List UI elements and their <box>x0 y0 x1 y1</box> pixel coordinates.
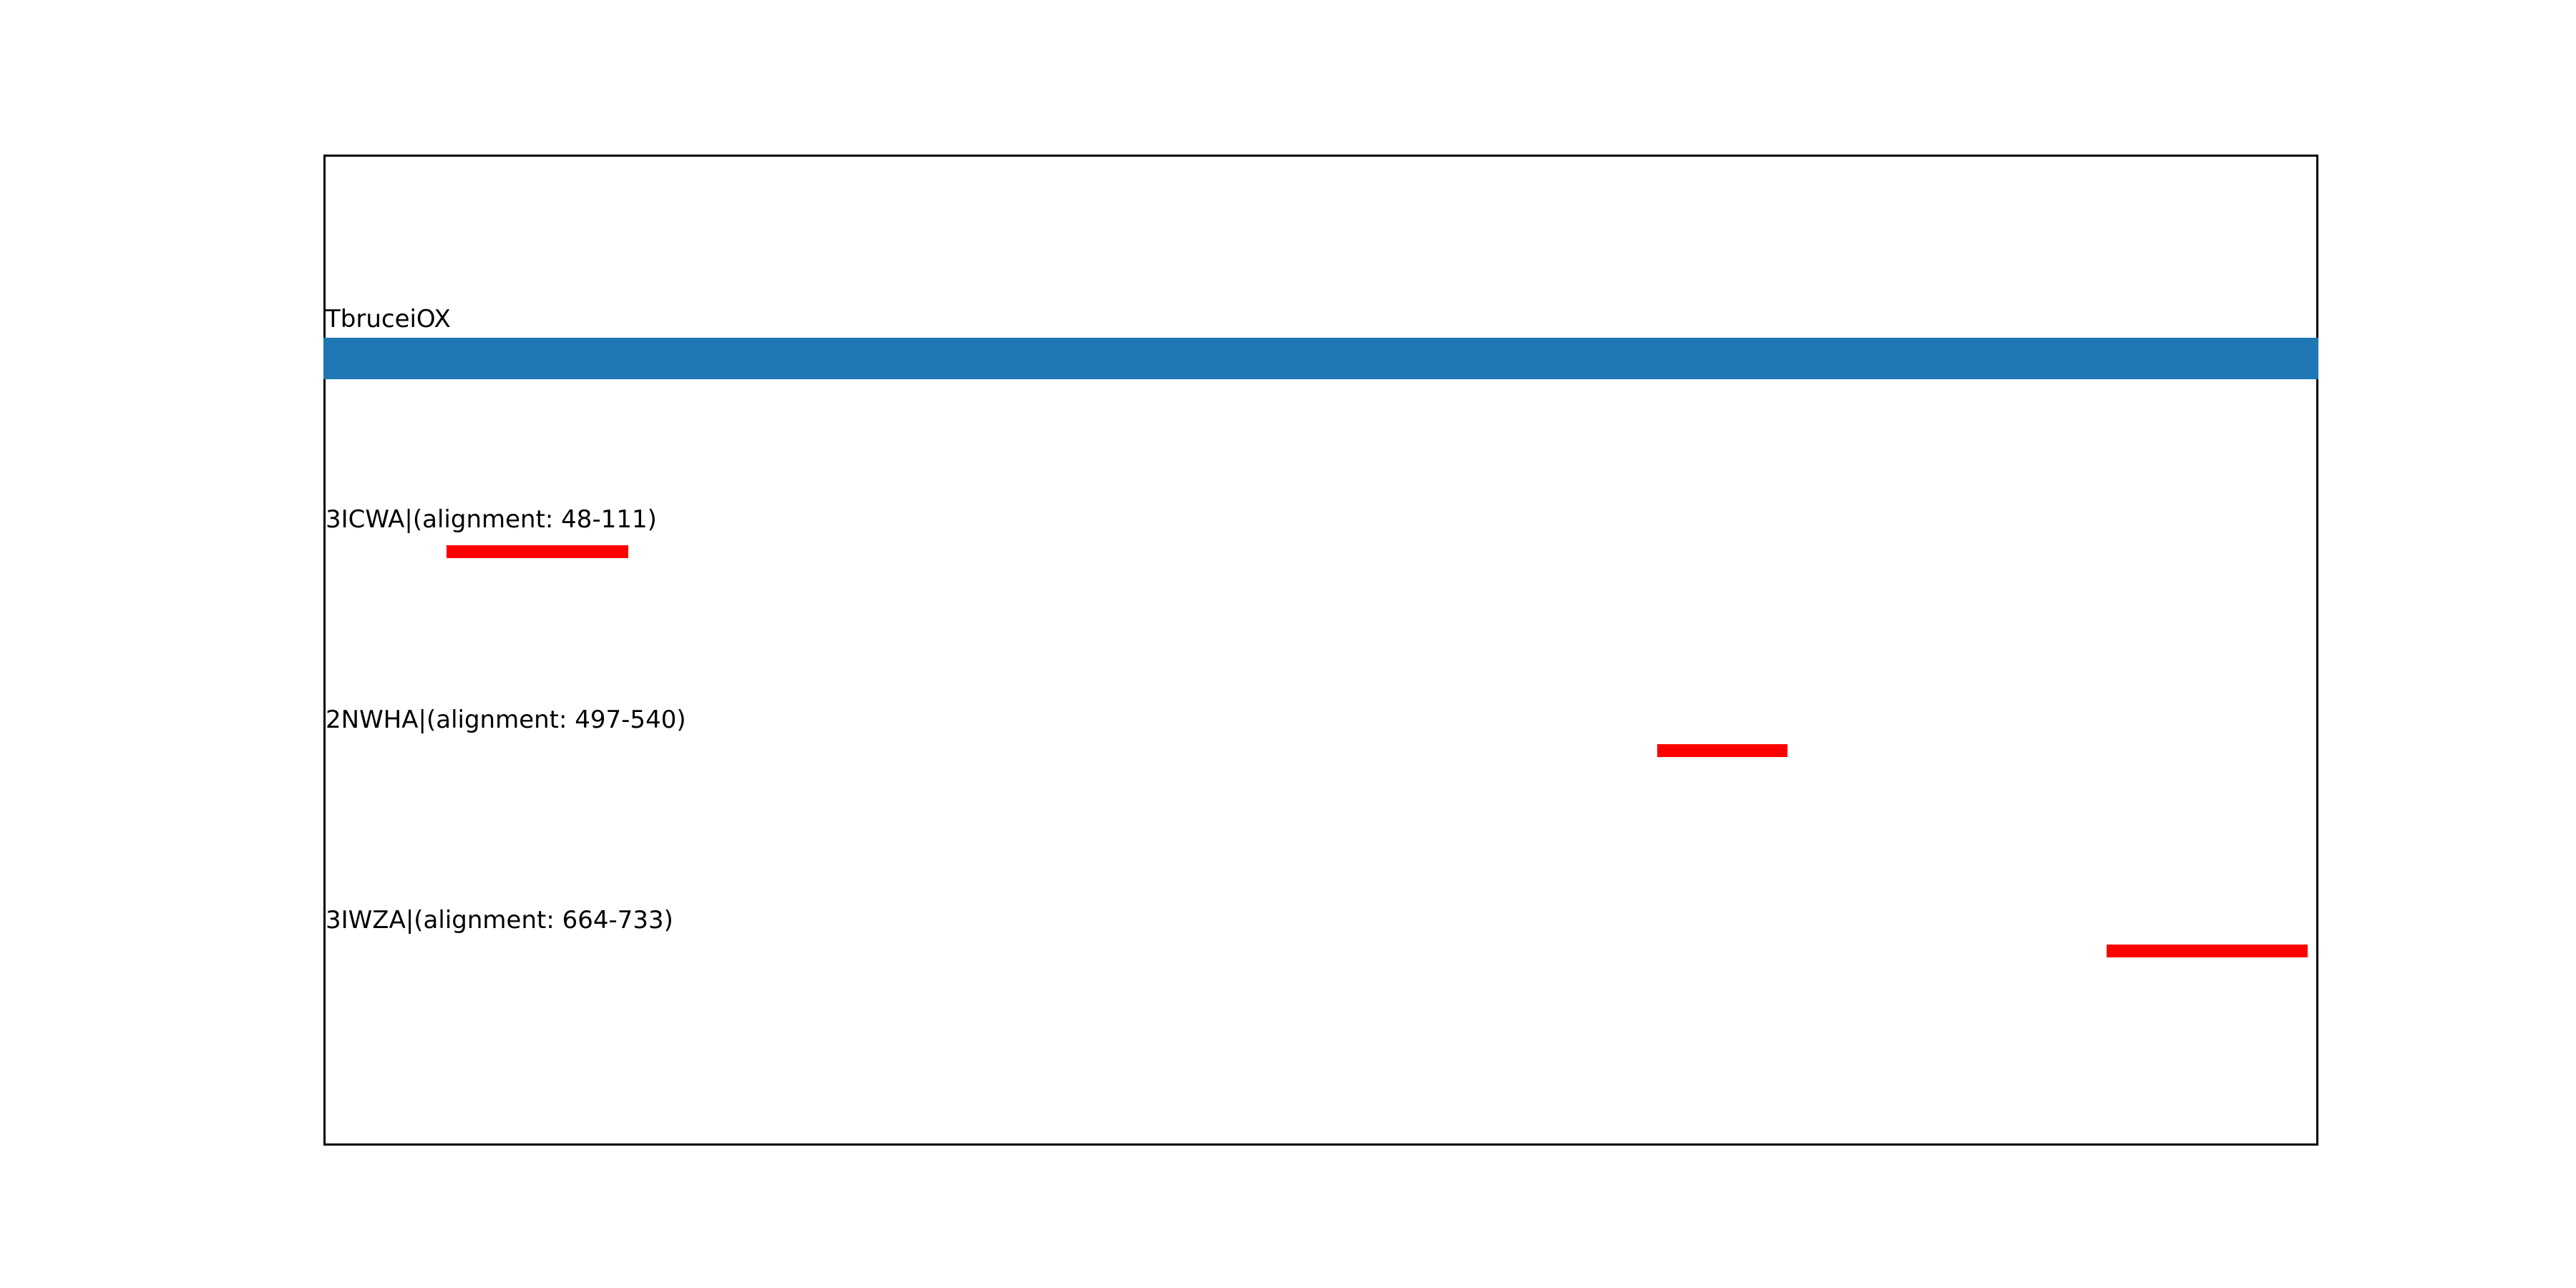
hit-alignment-bar[interactable] <box>2107 945 2308 957</box>
plot-axes-frame <box>323 155 2318 1146</box>
row-label: 3ICWA|(alignment: 48-111) <box>326 505 657 534</box>
hit-alignment-bar[interactable] <box>1657 744 1787 757</box>
query-coverage-bar[interactable] <box>323 338 2318 379</box>
row-label: 3IWZA|(alignment: 664-733) <box>326 906 673 935</box>
row-label: 2NWHA|(alignment: 497-540) <box>326 706 686 734</box>
row-label: TbruceiOX <box>326 305 451 333</box>
alignment-track-layer <box>323 157 2318 1143</box>
hit-alignment-bar[interactable] <box>447 545 628 558</box>
